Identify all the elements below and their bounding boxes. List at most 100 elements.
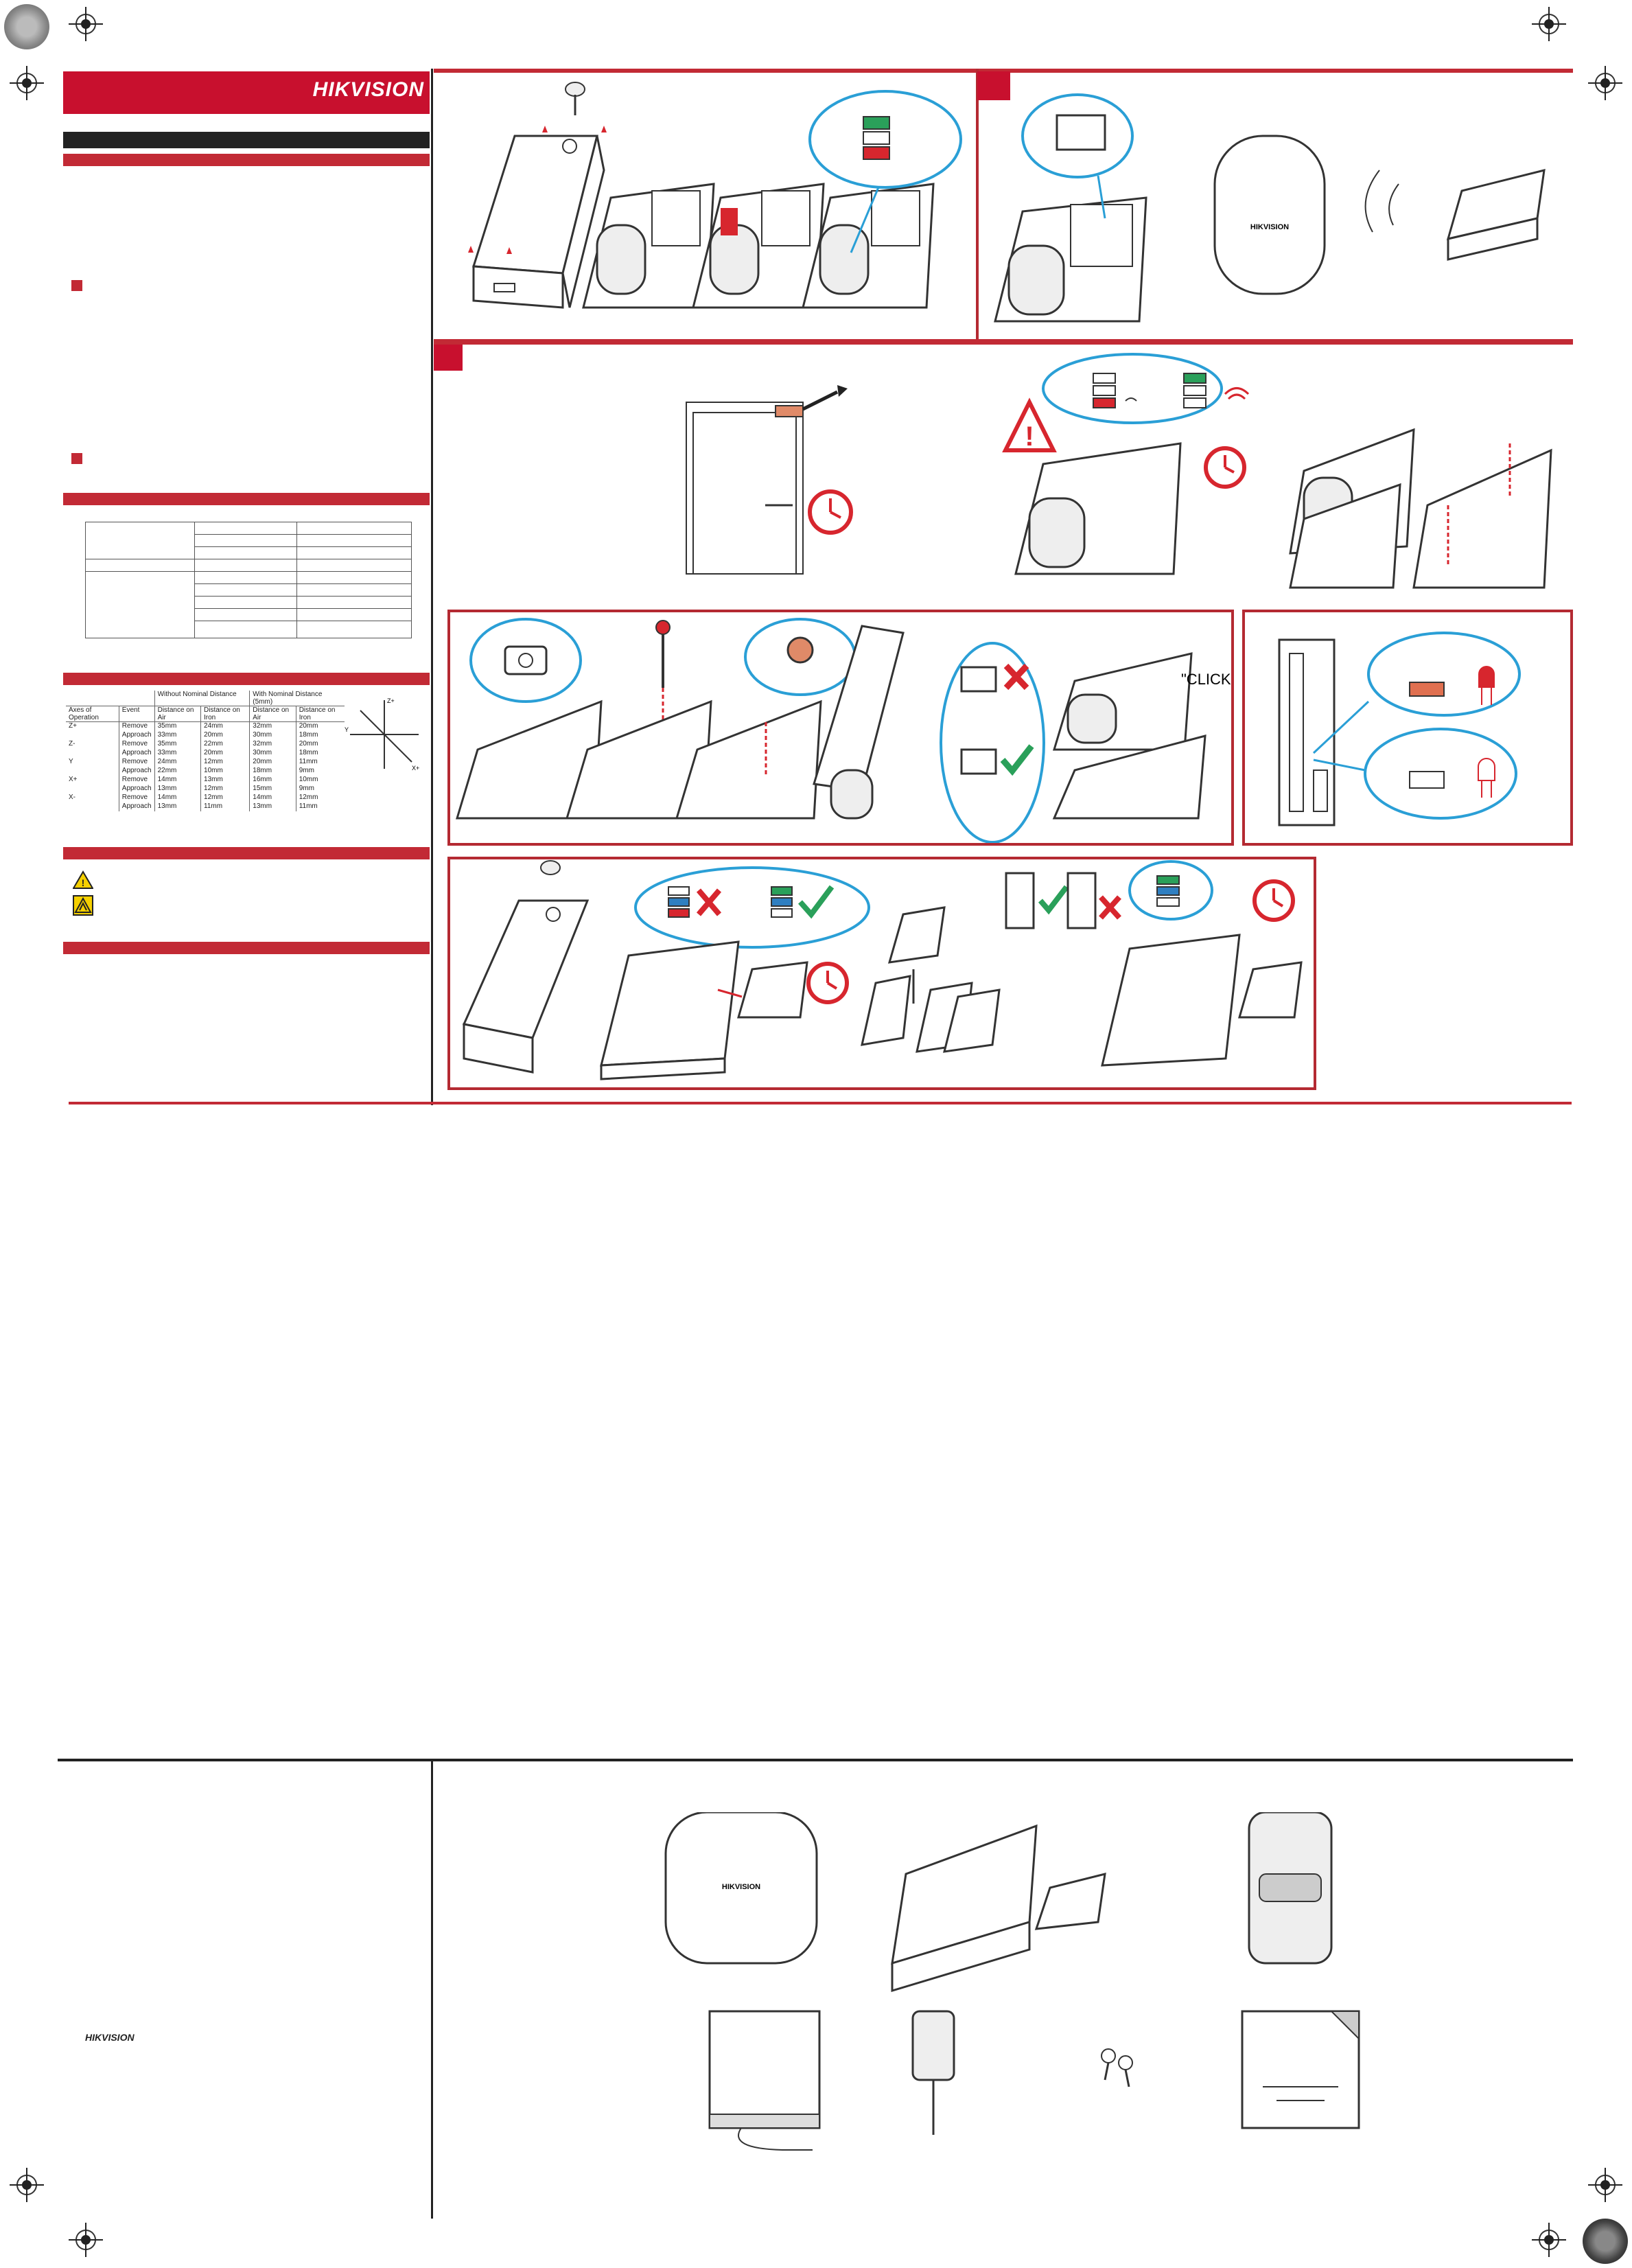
magnet-mount	[1005, 872, 1035, 929]
table-cell: Y	[69, 758, 73, 765]
clock-icon	[806, 962, 849, 1004]
led-blue	[771, 897, 793, 907]
step-5-illustration	[1278, 632, 1521, 826]
registration-mark-icon	[69, 7, 103, 41]
detector-board-front	[1278, 638, 1336, 826]
clock-icon	[1204, 446, 1246, 489]
halftone-circle	[4, 4, 49, 49]
back-logo: HIKVISION	[85, 2032, 135, 2043]
magnet	[943, 988, 1001, 1053]
step-4-illustration: "CLICK!"	[455, 618, 1231, 843]
section-header-bar	[63, 673, 430, 685]
title-banner: HIKVISION	[63, 71, 430, 114]
table-cell: 20mm	[295, 721, 345, 731]
brand-logo: HIKVISION	[312, 78, 424, 101]
led-red	[1093, 397, 1116, 408]
table-cell: 18mm	[295, 731, 345, 740]
led-icon	[1478, 666, 1495, 705]
package-contents-row-2	[708, 2010, 1360, 2151]
power-adapter	[911, 2010, 955, 2135]
svg-text:!: !	[82, 877, 85, 888]
table-cell: 12mm	[200, 794, 250, 802]
detector-base	[1289, 483, 1401, 589]
divider-bar	[63, 132, 430, 148]
led-blue	[668, 897, 690, 907]
hub-logo: HIKVISION	[722, 1883, 760, 1891]
led-green	[1156, 875, 1180, 885]
table-cell: 13mm	[200, 776, 250, 785]
detector-closed	[600, 940, 740, 1080]
warning-icon: !	[1002, 397, 1057, 452]
table-cell: 32mm	[249, 721, 296, 731]
table-cell: 20mm	[200, 749, 250, 758]
package-contents-row-1: HIKVISION	[664, 1812, 1333, 1993]
section-header-bar	[63, 942, 430, 954]
table-cell: 35mm	[154, 740, 201, 749]
screw-icon	[540, 860, 561, 875]
page-rule	[58, 1759, 1573, 1761]
pir-detector	[1248, 1812, 1333, 1965]
door-contact-detector	[1446, 169, 1546, 261]
table-cell: 14mm	[154, 776, 201, 785]
distance-table: Without Nominal Distance With Nominal Di…	[66, 691, 345, 811]
table-cell: Z+	[69, 722, 77, 730]
led-callout	[634, 866, 870, 949]
step-header-bar	[434, 69, 1573, 73]
led-callout	[1367, 632, 1521, 717]
column-header: Distance on Air	[249, 706, 296, 722]
table-cell: 33mm	[154, 731, 201, 740]
arrow-icon	[468, 246, 474, 253]
table-cell: 16mm	[249, 776, 296, 785]
magnet	[887, 906, 946, 964]
open-detector	[1014, 442, 1182, 575]
table-cell: 15mm	[249, 785, 296, 794]
adhesive-sticker	[1241, 2010, 1360, 2129]
step-2-illustration: HIKVISION	[994, 93, 1546, 323]
table-cell: Remove	[118, 776, 155, 785]
table-cell: 9mm	[295, 785, 345, 794]
table-cell: 18mm	[295, 749, 345, 758]
open-detector	[692, 183, 825, 309]
check-icon	[798, 885, 835, 919]
table-cell: 22mm	[154, 767, 201, 776]
table-cell: 13mm	[154, 785, 201, 794]
table-cell: 20mm	[249, 758, 296, 767]
magnet	[1238, 961, 1303, 1019]
security-hub: HIKVISION	[1213, 135, 1326, 295]
wireless-icon	[1224, 387, 1250, 400]
table-cell	[66, 802, 119, 811]
table-cell: 30mm	[249, 731, 296, 740]
wireless-icon	[1364, 170, 1399, 233]
step-3-illustration: !	[686, 353, 1552, 589]
table-cell: 10mm	[200, 767, 250, 776]
open-detector	[1052, 652, 1193, 751]
check-icon	[1038, 885, 1069, 915]
table-cell: Approach	[118, 785, 155, 794]
led-callout	[1042, 353, 1223, 424]
table-cell: Remove	[118, 721, 155, 731]
table-cell: 32mm	[249, 740, 296, 749]
table-cell: 18mm	[249, 767, 296, 776]
step-number-badge	[977, 71, 1010, 100]
step-4-panel	[447, 610, 1234, 846]
table-cell: 12mm	[200, 758, 250, 767]
table-cell: 9mm	[295, 767, 345, 776]
table-cell	[66, 731, 119, 740]
warning-icon: !	[73, 870, 93, 889]
detector-base	[1052, 734, 1206, 820]
open-detector	[802, 183, 935, 309]
cross-icon	[696, 888, 722, 916]
column-divider	[431, 69, 433, 1105]
step-6-panel	[447, 857, 1316, 1090]
gap-arrow	[717, 988, 743, 998]
wireless-icon	[1125, 397, 1137, 402]
door-diagram	[686, 385, 848, 575]
magnet-mount	[1066, 872, 1097, 929]
check-icon	[1000, 744, 1034, 776]
table-cell: 20mm	[295, 740, 345, 749]
step-divider	[976, 69, 979, 342]
